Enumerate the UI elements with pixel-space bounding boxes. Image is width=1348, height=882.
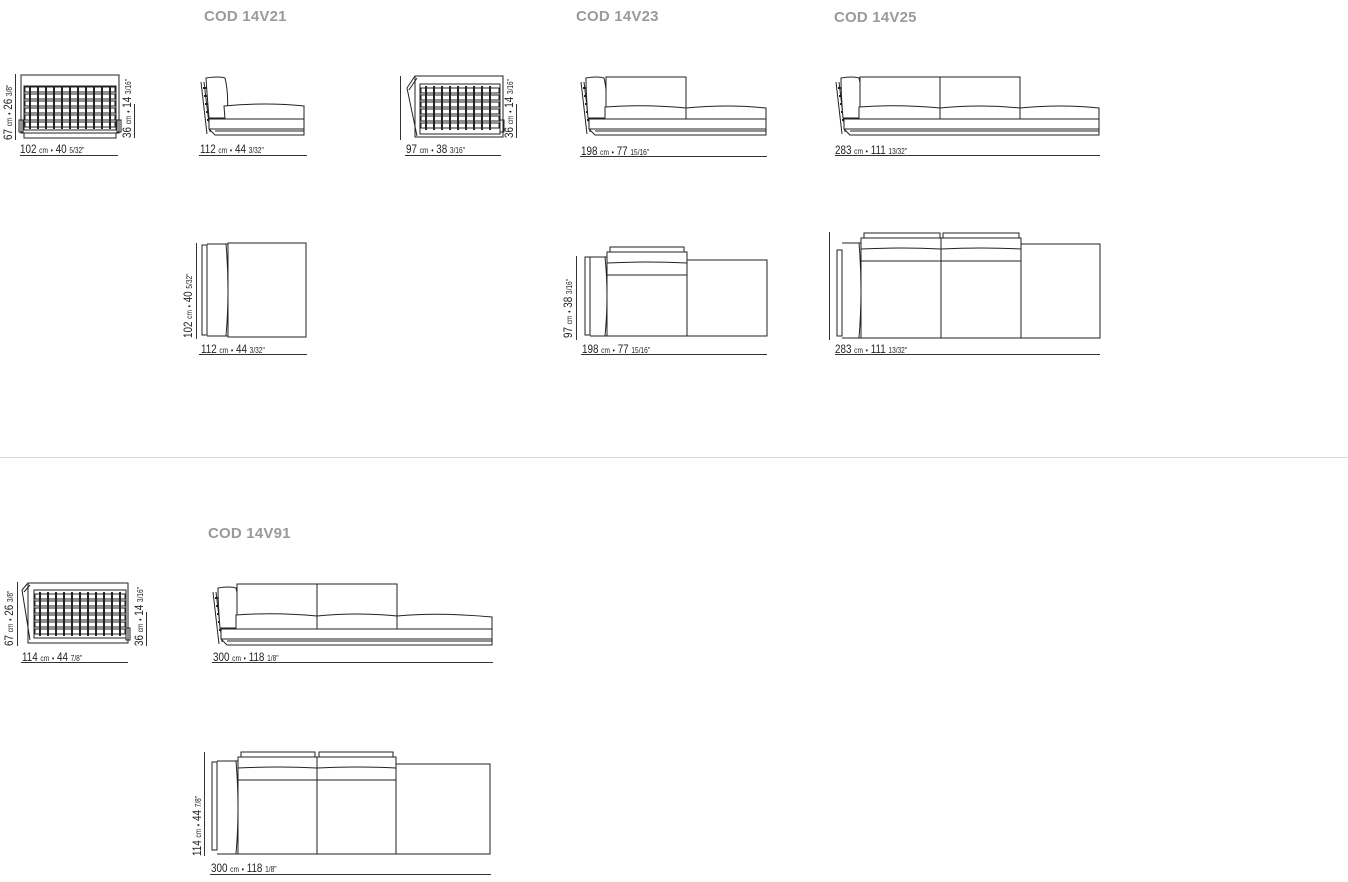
dim-line-height: [15, 74, 16, 140]
module-code-14v25: COD 14V25: [834, 9, 917, 26]
dim-width-14v21-top: 112 cm • 44 3/32": [201, 342, 265, 356]
dim-depth-14v21-top: 102 cm • 40 5/32": [181, 273, 195, 338]
dim-depth-14v23-side: 198 cm • 77 15/16": [581, 144, 650, 158]
dim-underline: [581, 354, 767, 355]
dim-underline: [835, 354, 1100, 355]
dim-underline: [210, 874, 491, 875]
dim-underline: [835, 155, 1100, 156]
dim-line-depth: [204, 752, 205, 856]
dim-depth-14v23-top: 97 cm • 38 3/16": [561, 278, 575, 338]
module-code-14v23: COD 14V23: [576, 8, 659, 25]
side-view-drawing-14v21: [197, 74, 309, 140]
side-view-drawing-14v25: [833, 74, 1103, 140]
side-view-drawing-14v91: [210, 580, 496, 650]
dim-underline: [580, 156, 767, 157]
dim-underline: [20, 155, 118, 156]
top-view-drawing-14v21: [198, 240, 310, 340]
top-view-drawing-14v25: [834, 230, 1104, 342]
dim-seat-14v21: 36 cm • 14 3/16": [120, 78, 134, 138]
dim-width-14v25-top: 283 cm • 111 13/32": [835, 342, 908, 356]
side-view-drawing-14v23: [578, 74, 770, 140]
dim-depth-14v91-top: 114 cm • 44 7/8": [190, 795, 204, 856]
dim-line-depth: [196, 243, 197, 339]
dim-width-14v91-front: 114 cm • 44 7/8": [22, 650, 83, 664]
dim-underline: [21, 662, 128, 663]
dim-underline: [199, 354, 307, 355]
dim-line-depth: [576, 256, 577, 340]
dim-height-14v91: 67 cm • 26 3/8": [2, 590, 16, 646]
front-view-drawing-14v23: [405, 72, 505, 142]
dim-depth-14v91-side: 300 cm • 118 1/8": [213, 650, 279, 664]
dim-seat-14v23: 36 cm • 14 3/16": [502, 78, 516, 138]
front-view-drawing-14v91: [20, 580, 132, 646]
module-code-14v91: COD 14V91: [208, 525, 291, 542]
dim-depth-14v25-side: 283 cm • 111 13/32": [835, 143, 908, 157]
dim-depth-14v21-side: 112 cm • 44 3/32": [200, 142, 264, 156]
dim-line-seat: [146, 612, 147, 646]
dim-line-seat: [134, 104, 135, 138]
section-divider: [0, 457, 1348, 458]
dim-width-14v23-top: 198 cm • 77 15/16": [582, 342, 651, 356]
dim-line-seat: [516, 104, 517, 138]
dim-seat-14v91: 36 cm • 14 3/16": [132, 586, 146, 646]
dim-width-14v23-front: 97 cm • 38 3/16": [406, 142, 466, 156]
dim-width-14v91-top: 300 cm • 118 1/8": [211, 861, 277, 875]
dim-line-height: [17, 582, 18, 646]
dim-underline: [212, 662, 493, 663]
front-view-drawing-14v21: [16, 72, 124, 142]
top-view-drawing-14v23: [582, 244, 772, 340]
top-view-drawing-14v91: [208, 748, 494, 860]
dim-height-14v21: 67 cm • 26 3/8": [1, 84, 15, 140]
dim-underline: [405, 155, 501, 156]
dim-width-14v21-front: 102 cm • 40 5/32": [20, 142, 85, 156]
dim-underline: [199, 155, 307, 156]
dim-line-depth: [829, 232, 830, 340]
dim-line-height: [400, 76, 401, 140]
module-code-14v21: COD 14V21: [204, 8, 287, 25]
